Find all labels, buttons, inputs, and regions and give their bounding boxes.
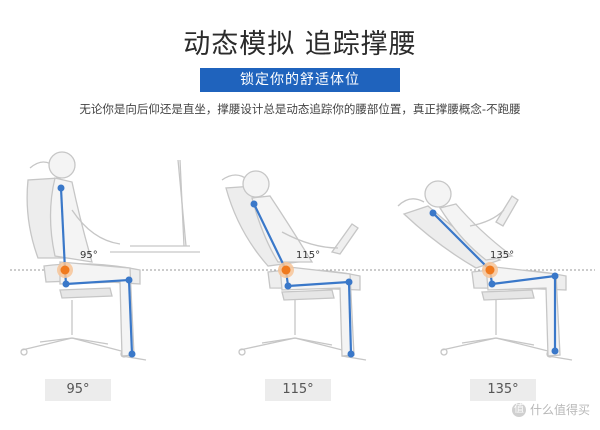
posture-lines-95 xyxy=(57,184,136,358)
watermark-icon: 值 xyxy=(511,402,526,417)
angle-label-135: 135° xyxy=(490,250,514,261)
chair-figure-135 xyxy=(397,180,573,361)
page-title: 动态模拟 追踪撑腰 xyxy=(183,29,417,60)
angle-pill-95: 95° xyxy=(45,379,111,401)
angle-pill-135: 135° xyxy=(470,379,536,401)
watermark-text: 什么值得买 xyxy=(529,403,590,417)
banner: 锁定你的舒适体位 xyxy=(200,68,400,92)
angle-label-115: 115° xyxy=(296,250,320,261)
chair-figure-95 xyxy=(20,151,200,361)
subtitle: 无论你是向后仰还是直坐，撑腰设计总是动态追踪你的腰部位置，真正撑腰概念-不跑腰 xyxy=(79,102,521,116)
angle-pill-115: 115° xyxy=(265,379,331,401)
posture-lines-115 xyxy=(250,200,355,358)
angle-label-95: 95° xyxy=(80,250,98,261)
posture-lines-135 xyxy=(429,209,559,355)
chair-figure-115 xyxy=(221,170,367,361)
watermark: 值 什么值得买 xyxy=(511,401,590,418)
